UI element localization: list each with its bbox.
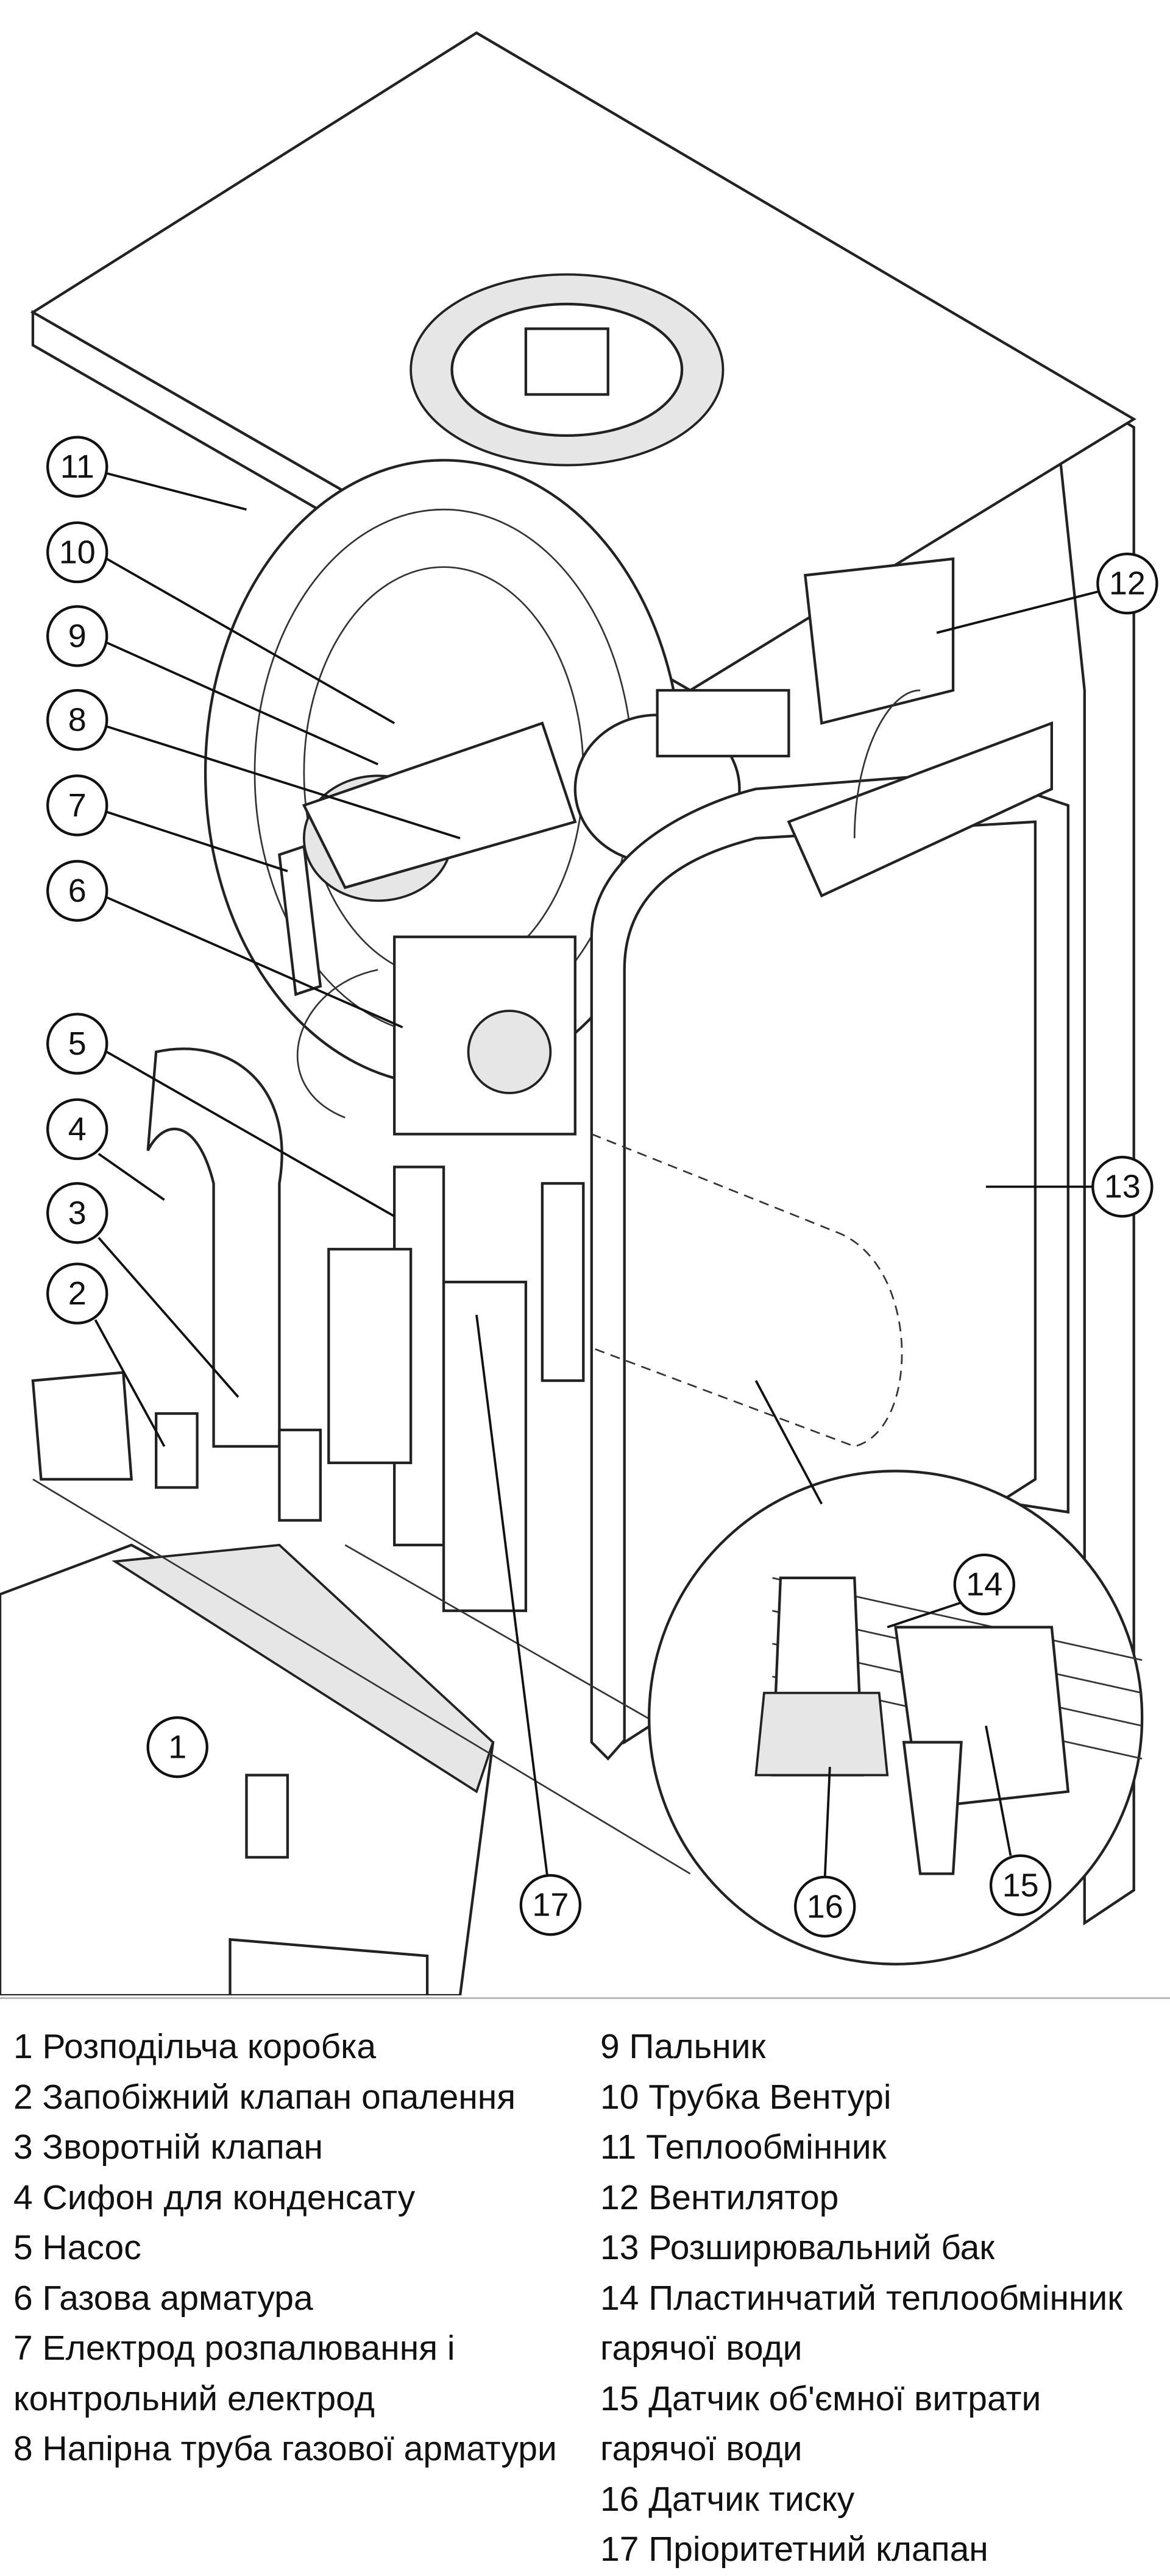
divider bbox=[0, 1997, 1170, 1999]
callout-12: 12 bbox=[1096, 552, 1158, 615]
callout-1: 1 bbox=[146, 1716, 208, 1778]
svg-text:17: 17 bbox=[532, 1887, 569, 1923]
legend-item: 7 Електрод розпалювання і bbox=[13, 2329, 455, 2368]
svg-text:3: 3 bbox=[68, 1195, 87, 1231]
callout-9: 9 bbox=[46, 605, 108, 667]
legend-left-column: 1 Розподільча коробка 2 Запобіжний клапа… bbox=[13, 2022, 592, 2474]
svg-text:9: 9 bbox=[68, 618, 87, 654]
svg-text:12: 12 bbox=[1109, 565, 1146, 602]
callout-3: 3 bbox=[46, 1182, 108, 1244]
callout-16: 16 bbox=[794, 1875, 856, 1938]
svg-text:13: 13 bbox=[1104, 1169, 1141, 1205]
svg-text:4: 4 bbox=[68, 1111, 87, 1147]
legend-item: 11 Теплообмінник bbox=[600, 2128, 887, 2167]
svg-text:10: 10 bbox=[59, 534, 96, 570]
svg-text:15: 15 bbox=[1002, 1867, 1039, 1903]
callout-2: 2 bbox=[46, 1262, 108, 1325]
leader-lines bbox=[94, 472, 1098, 1877]
legend-item: 17 Пріоритетний клапан bbox=[600, 2530, 988, 2569]
svg-text:6: 6 bbox=[68, 872, 87, 909]
callout-15: 15 bbox=[989, 1854, 1052, 1916]
svg-text:11: 11 bbox=[60, 448, 94, 485]
callout-4: 4 bbox=[46, 1098, 108, 1161]
callout-7: 7 bbox=[46, 774, 108, 837]
legend-item: 2 Запобіжний клапан опалення bbox=[13, 2077, 516, 2117]
svg-text:14: 14 bbox=[966, 1566, 1002, 1603]
svg-text:2: 2 bbox=[68, 1275, 87, 1312]
callout-14: 14 bbox=[953, 1553, 1015, 1616]
legend-item: 8 Напірна труба газової арматури bbox=[13, 2429, 557, 2468]
callout-17: 17 bbox=[519, 1874, 582, 1936]
legend-item: 3 Зворотній клапан bbox=[13, 2128, 323, 2167]
legend-item: гарячої води bbox=[600, 2429, 803, 2468]
callout-11: 11 bbox=[46, 436, 108, 498]
legend-item: 6 Газова арматура bbox=[13, 2278, 313, 2318]
legend-item: контрольний електрод bbox=[13, 2379, 375, 2418]
legend-item: 10 Трубка Вентурі bbox=[600, 2077, 892, 2117]
condensate-siphon bbox=[31, 1047, 413, 1522]
svg-text:5: 5 bbox=[68, 1025, 87, 1062]
heat-exchanger bbox=[204, 459, 684, 1086]
svg-text:8: 8 bbox=[68, 702, 87, 738]
legend-item: 13 Розширювальний бак bbox=[600, 2228, 995, 2267]
legend-item: 5 Насос bbox=[13, 2228, 141, 2267]
svg-text:1: 1 bbox=[168, 1729, 186, 1766]
callout-5: 5 bbox=[46, 1013, 108, 1075]
legend-item: 16 Датчик тиску bbox=[600, 2479, 855, 2519]
legend-item: 12 Вентилятор bbox=[600, 2178, 839, 2217]
svg-text:7: 7 bbox=[68, 787, 87, 824]
legend-right-column: 9 Пальник 10 Трубка Вентурі 11 Теплообмі… bbox=[600, 2022, 1167, 2575]
legend-item: гарячої води bbox=[600, 2329, 803, 2368]
callout-13: 13 bbox=[1091, 1156, 1154, 1218]
legend-item: 4 Сифон для конденсату bbox=[13, 2178, 416, 2217]
callout-8: 8 bbox=[46, 688, 108, 751]
callout-10: 10 bbox=[46, 521, 108, 584]
callout-6: 6 bbox=[46, 860, 108, 922]
boiler-exploded-diagram: 11 10 9 8 7 6 5 4 3 2 1 12 13 14 15 16 1… bbox=[0, 31, 1158, 1995]
detail-magnifier bbox=[648, 1380, 1144, 1966]
legend-item: 1 Розподільча коробка bbox=[13, 2027, 377, 2066]
svg-text:16: 16 bbox=[807, 1888, 843, 1925]
legend-item: 14 Пластинчатий теплообмінник bbox=[600, 2278, 1123, 2318]
legend-item: 9 Пальник bbox=[600, 2027, 766, 2066]
control-box bbox=[0, 1543, 495, 1995]
legend-item: 15 Датчик об'ємної витрати bbox=[600, 2379, 1041, 2418]
